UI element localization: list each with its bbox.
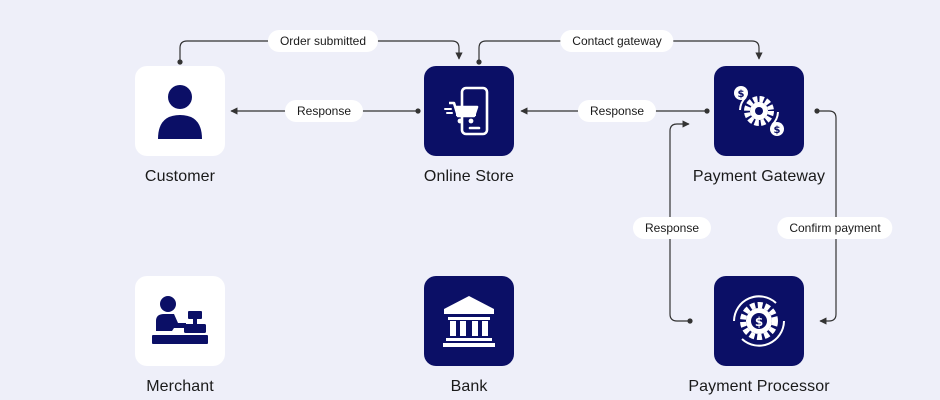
gear-dollar-icon: $	[733, 295, 785, 347]
cashier-icon	[152, 296, 208, 344]
node-label-merchant: Merchant	[146, 378, 214, 395]
edge-label-contact-gateway: Contact gateway	[560, 30, 674, 52]
node-payment-gateway[interactable]: $ $	[714, 66, 804, 156]
node-merchant[interactable]	[135, 276, 225, 366]
gear-exchange-icon: $ $	[734, 86, 784, 136]
node-label-customer: Customer	[144, 168, 216, 185]
edge-label-store-customer-response: Response	[284, 100, 364, 122]
node-label-payment-gateway: Payment Gateway	[692, 168, 826, 185]
svg-text:$: $	[738, 89, 745, 100]
svg-text:$: $	[755, 315, 763, 329]
person-icon	[158, 85, 202, 139]
edge-label-gateway-store-response: Response	[577, 100, 657, 122]
node-online-store[interactable]	[424, 66, 514, 156]
svg-text:$: $	[774, 125, 781, 136]
node-bank[interactable]	[424, 276, 514, 366]
edge-label-processor-gateway-response: Response	[632, 217, 712, 239]
edge-label-confirm-payment: Confirm payment	[777, 217, 893, 239]
node-label-online-store: Online Store	[423, 168, 515, 185]
node-customer[interactable]	[135, 66, 225, 156]
node-label-payment-processor: Payment Processor	[688, 378, 830, 395]
connector-confirm-payment	[817, 110, 837, 325]
bank-icon	[443, 296, 495, 347]
edge-label-order-submitted: Order submitted	[267, 30, 379, 52]
smartphone-cart-icon	[444, 86, 489, 136]
node-payment-processor[interactable]: $	[714, 276, 804, 366]
node-label-bank: Bank	[450, 378, 488, 395]
